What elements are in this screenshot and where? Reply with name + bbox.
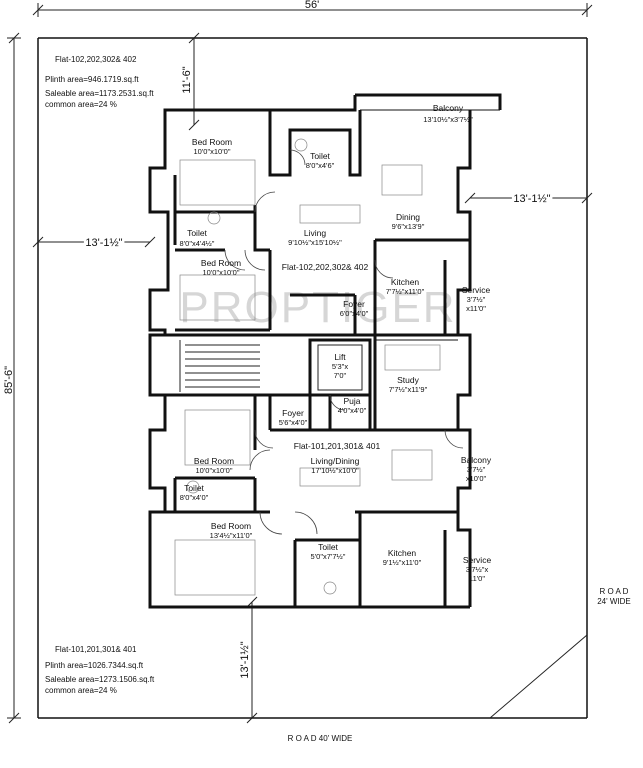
left-setback-text: 13'-1½": [85, 237, 122, 249]
bottom-setback-dimension: 13'-1½": [239, 596, 258, 724]
upper-flat-info: Flat-102,202,302& 402 Plinth area=946.17…: [45, 55, 154, 109]
upper-flat-labels: Balcony 13'10½"x3'7½" Bed Room 10'0"x10'…: [180, 103, 491, 318]
study-name: Study: [397, 375, 419, 385]
lower-bed2-name: Bed Room: [211, 521, 251, 531]
road-right-label-1: R O A D: [600, 587, 629, 596]
upper-toilet2-name: Toilet: [187, 228, 207, 238]
upper-dining-size: 9'6"x13'9": [392, 222, 425, 231]
upper-dining-name: Dining: [396, 212, 420, 222]
lower-kitchen-size: 9'1½"x11'0": [383, 558, 422, 567]
left-setback-dimension: 13'-1½" 13'-1½": [32, 235, 156, 252]
furniture: [174, 138, 441, 596]
upper-kitchen-size: 7'7½"x11'0": [386, 287, 425, 296]
lower-service-name: Service: [463, 555, 492, 565]
upper-bed1-size: 10'0"x10'0": [194, 147, 231, 156]
upper-bed2-size: 10'0"x10'0": [203, 268, 240, 277]
upper-flat-info-title: Flat-102,202,302& 402: [55, 55, 137, 64]
lower-flat-common: common area=24 %: [45, 686, 117, 695]
staircase: [179, 340, 260, 392]
top-setback-dimension: 11'-6": [181, 32, 200, 131]
right-setback-text: 13'-1½": [513, 193, 550, 205]
lower-bed1-size: 10'0"x10'0": [196, 466, 233, 475]
upper-bed1-name: Bed Room: [192, 137, 232, 147]
building-walls: [148, 93, 502, 609]
right-setback-label: 13'-1½": [513, 193, 550, 205]
upper-service-size1: 3'7½": [467, 295, 486, 304]
study-size: 7'7½"x11'9": [389, 385, 428, 394]
lower-service-size2: 11'0": [469, 574, 485, 583]
lower-living-dining-name: Living/Dining: [311, 456, 360, 466]
upper-living-size: 9'10½"x15'10½": [288, 238, 342, 247]
upper-balcony-name: Balcony: [433, 103, 464, 113]
lift-size1: 5'3"x: [332, 362, 348, 371]
upper-toilet2-size: 8'0"x4'4½": [180, 239, 215, 248]
upper-bed2-name: Bed Room: [201, 258, 241, 268]
lower-foyer-size: 5'6"x4'0": [279, 418, 308, 427]
upper-foyer-name: Foyer: [343, 299, 365, 309]
lower-toilet2-size: 5'0"x7'7½": [311, 552, 346, 561]
top-width-label: 56': [305, 0, 319, 11]
upper-service-name: Service: [462, 285, 491, 295]
lower-flat-info: Flat-101,201,301& 401 Plinth area=1026.7…: [45, 645, 155, 695]
lower-flat-plinth: Plinth area=1026.7344.sq.ft: [45, 661, 144, 670]
puja-size: 4'0"x4'0": [338, 406, 367, 415]
lower-bed2-size: 13'4½"x11'0": [210, 531, 253, 540]
left-setback-label: 13'-1½": [85, 237, 122, 249]
lower-flat-labels: Foyer 5'6"x4'0" Flat-101,201,301& 401 Li…: [180, 408, 492, 583]
lift-name: Lift: [334, 352, 346, 362]
upper-flat-interior: [173, 110, 470, 335]
lower-flat-saleable: Saleable area=1273.1506.sq.ft: [45, 675, 155, 684]
lower-toilet1-name: Toilet: [184, 483, 204, 493]
lift-size2: 7'0": [334, 371, 347, 380]
lower-bed1-name: Bed Room: [194, 456, 234, 466]
lower-foyer-name: Foyer: [282, 408, 304, 418]
core-labels: Lift 5'3"x 7'0" Study 7'7½"x11'9" Puja 4…: [332, 352, 428, 415]
upper-flat-common: common area=24 %: [45, 100, 117, 109]
upper-flat-plinth: Plinth area=946.1719.sq.ft: [45, 75, 139, 84]
top-setback-label: 11'-6": [181, 66, 193, 93]
lower-flat-info-title: Flat-101,201,301& 401: [55, 645, 137, 654]
upper-foyer-size: 6'0"x4'0": [340, 309, 369, 318]
lower-toilet1-size: 8'0"x4'0": [180, 493, 209, 502]
left-height-label: 85'-6": [3, 366, 15, 394]
doors: [224, 149, 464, 535]
lower-balcony-size2: x10'0": [466, 474, 487, 483]
left-height-dimension: 85'-6": [3, 32, 21, 724]
upper-kitchen-name: Kitchen: [391, 277, 420, 287]
upper-toilet1-size: 8'0"x4'6": [306, 161, 335, 170]
lower-flat-label: Flat-101,201,301& 401: [294, 441, 381, 451]
top-width-dimension: 56': [32, 0, 593, 17]
road-bottom-label: R O A D 40' WIDE: [288, 734, 353, 743]
plot-boundary: [37, 37, 588, 719]
lower-flat-interior: [165, 395, 458, 607]
upper-flat-label: Flat-102,202,302& 402: [282, 262, 369, 272]
road-right-label-2: 24' WIDE: [597, 597, 631, 606]
upper-service-size2: x11'0": [466, 304, 486, 313]
lower-balcony-name: Balcony: [461, 455, 492, 465]
bottom-setback-label: 13'-1½": [239, 641, 251, 678]
upper-balcony-size: 13'10½"x3'7½": [423, 115, 473, 124]
watermark: PROPTIGER: [179, 283, 456, 332]
upper-living-name: Living: [304, 228, 326, 238]
lower-toilet2-name: Toilet: [318, 542, 338, 552]
lower-balcony-size1: 3'7½": [467, 465, 486, 474]
right-setback-dimension: 13'-1½" 13'-1½": [464, 191, 593, 208]
lower-service-size1: 3'7½"x: [466, 565, 489, 574]
lower-kitchen-name: Kitchen: [388, 548, 417, 558]
core-walls: [308, 335, 458, 430]
upper-flat-saleable: Saleable area=1173.2531.sq.ft: [45, 89, 154, 98]
puja-name: Puja: [343, 396, 360, 406]
upper-toilet1-name: Toilet: [310, 151, 330, 161]
lower-living-dining-size: 17'10½"x10'0": [311, 466, 359, 475]
